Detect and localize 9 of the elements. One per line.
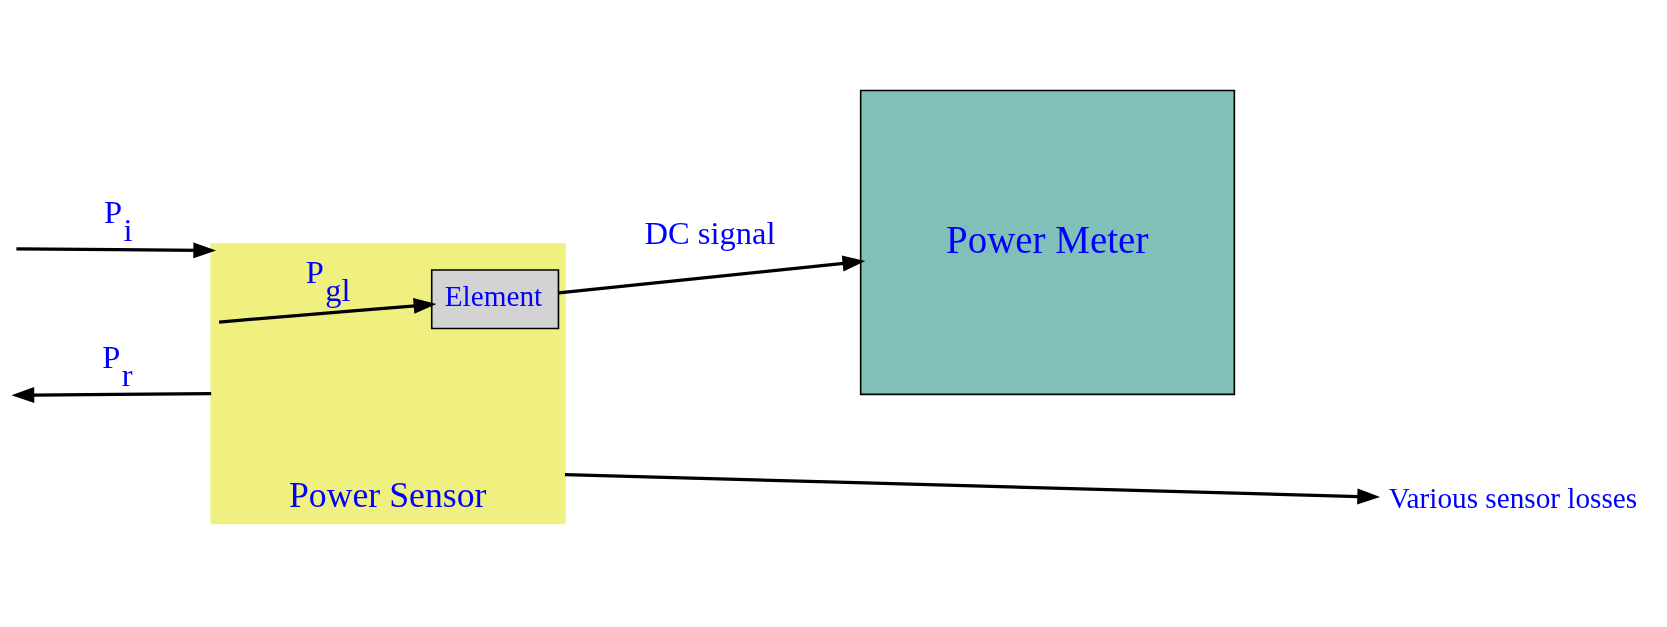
node-box: Power Meter: [859, 89, 1236, 396]
arrow: [16, 242, 217, 259]
arrow: [218, 297, 437, 324]
node-box: Element: [430, 269, 560, 330]
arrow: [564, 472, 1381, 505]
arrow: [11, 387, 212, 403]
arrow: [558, 255, 866, 295]
node-text: Various sensor losses: [1388, 481, 1638, 514]
edge-label: DC signal: [644, 215, 776, 252]
